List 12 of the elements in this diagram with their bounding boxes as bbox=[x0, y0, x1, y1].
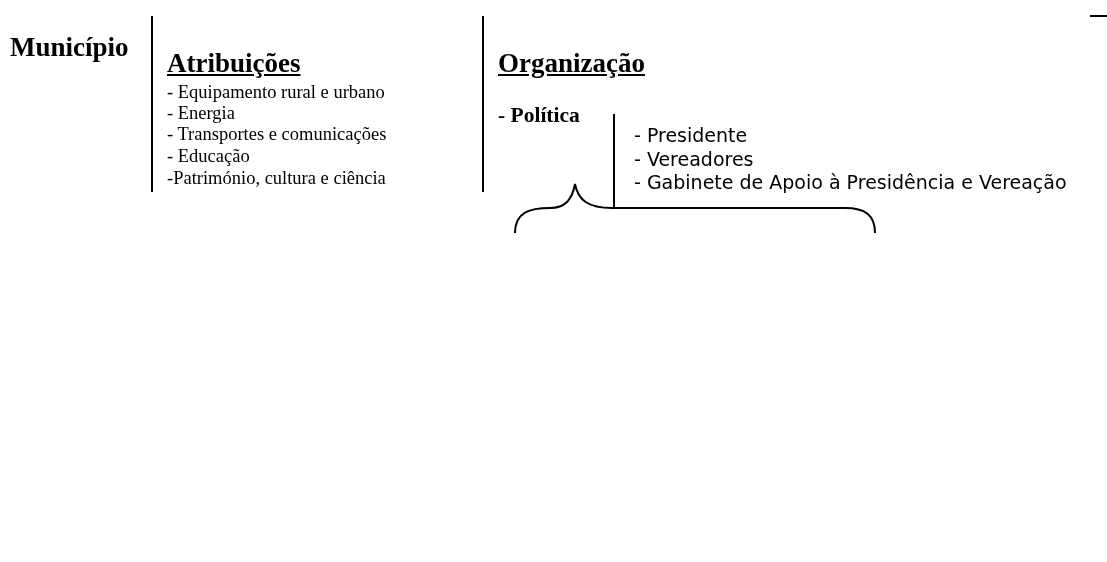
list-item: - Vereadores bbox=[634, 150, 754, 169]
section-heading: Organização bbox=[498, 50, 645, 77]
list-item: - Energia bbox=[167, 104, 235, 123]
list-item: - Gabinete de Apoio à Presidência e Vereação bbox=[634, 173, 1067, 192]
list-item: - Presidente bbox=[634, 126, 748, 145]
heading: Município bbox=[10, 34, 129, 61]
subheading: - Política bbox=[498, 105, 580, 127]
list-item: - Transportes e comunicações bbox=[167, 125, 387, 144]
list-item: - Educação bbox=[167, 147, 250, 166]
section-heading: Atribuições bbox=[167, 50, 301, 77]
list-item: -Património, cultura e ciência bbox=[167, 169, 386, 188]
list-item: - Equipamento rural e urbano bbox=[167, 83, 385, 102]
